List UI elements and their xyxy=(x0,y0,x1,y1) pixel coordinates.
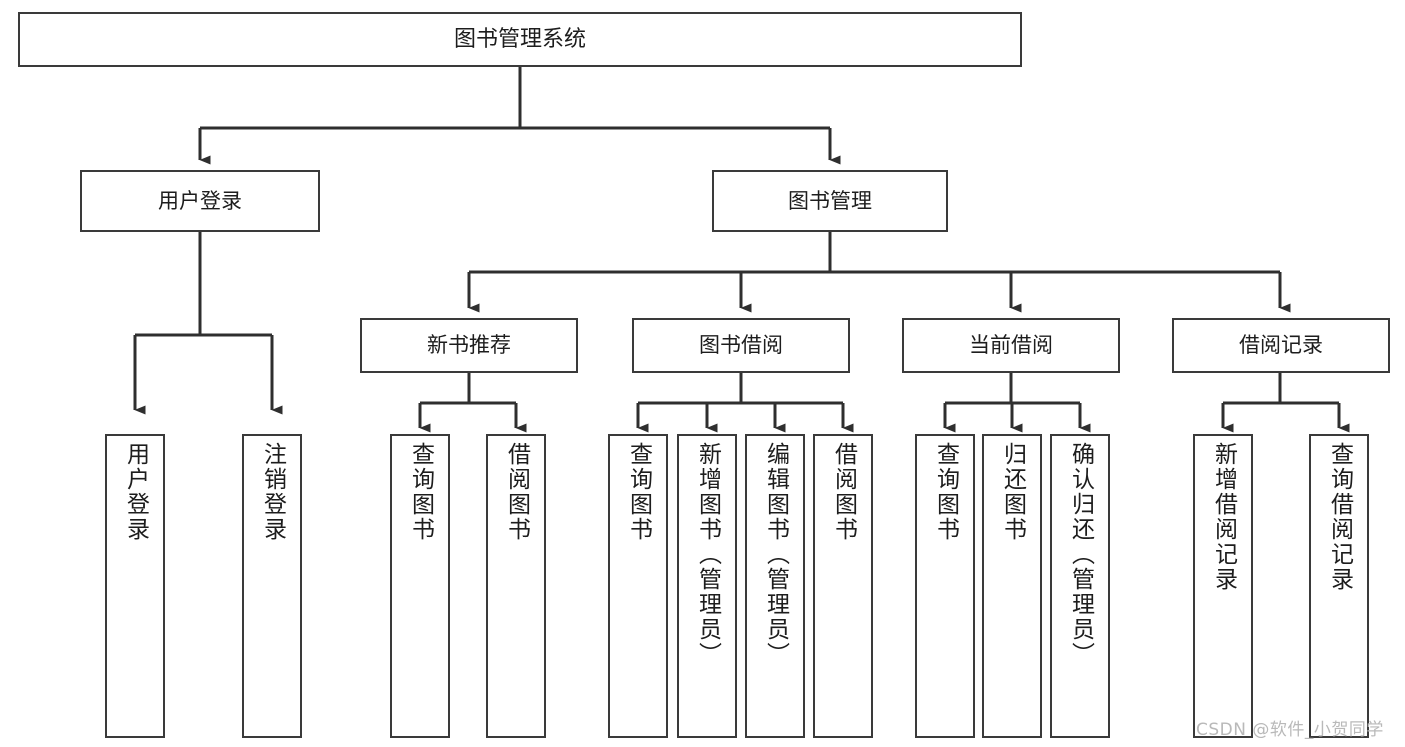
node-root-book-management-system[interactable]: 图书管理系统 xyxy=(18,12,1022,67)
node-label: 用户登录 xyxy=(122,442,149,542)
node-book-borrow[interactable]: 图书借阅 xyxy=(632,318,850,373)
node-label: 查询图书 xyxy=(932,442,959,542)
node-label: 确认归还（管理员） xyxy=(1067,442,1094,667)
node-label: 借阅图书 xyxy=(503,442,530,542)
node-label: 查询图书 xyxy=(625,442,652,542)
node-label: 用户登录 xyxy=(158,188,242,213)
node-current-borrow[interactable]: 当前借阅 xyxy=(902,318,1120,373)
leaf-recommend-query-book[interactable]: 查询图书 xyxy=(390,434,450,738)
leaf-current-query-book[interactable]: 查询图书 xyxy=(915,434,975,738)
node-label: 查询借阅记录 xyxy=(1326,442,1353,592)
node-label: 注销登录 xyxy=(259,442,286,542)
node-label: 查询图书 xyxy=(407,442,434,542)
leaf-current-confirm-return-admin[interactable]: 确认归还（管理员） xyxy=(1050,434,1110,738)
node-label: 当前借阅 xyxy=(969,333,1053,358)
node-label: 图书借阅 xyxy=(699,333,783,358)
leaf-user-login-login[interactable]: 用户登录 xyxy=(105,434,165,738)
leaf-record-query-borrow-record[interactable]: 查询借阅记录 xyxy=(1309,434,1369,738)
leaf-borrow-add-book-admin[interactable]: 新增图书（管理员） xyxy=(677,434,737,738)
leaf-record-add-borrow-record[interactable]: 新增借阅记录 xyxy=(1193,434,1253,738)
node-label: 借阅记录 xyxy=(1239,333,1323,358)
leaf-recommend-borrow-book[interactable]: 借阅图书 xyxy=(486,434,546,738)
node-label: 新增图书（管理员） xyxy=(694,442,721,667)
leaf-current-return-book[interactable]: 归还图书 xyxy=(982,434,1042,738)
node-label: 借阅图书 xyxy=(830,442,857,542)
leaf-borrow-query-book[interactable]: 查询图书 xyxy=(608,434,668,738)
node-borrow-record[interactable]: 借阅记录 xyxy=(1172,318,1390,373)
leaf-borrow-edit-book-admin[interactable]: 编辑图书（管理员） xyxy=(745,434,805,738)
node-label: 新增借阅记录 xyxy=(1210,442,1237,592)
node-label: 归还图书 xyxy=(999,442,1026,542)
node-label: 图书管理 xyxy=(788,188,872,213)
node-user-login[interactable]: 用户登录 xyxy=(80,170,320,232)
node-label: 新书推荐 xyxy=(427,333,511,358)
leaf-borrow-borrow-book[interactable]: 借阅图书 xyxy=(813,434,873,738)
node-new-book-recommend[interactable]: 新书推荐 xyxy=(360,318,578,373)
node-label: 编辑图书（管理员） xyxy=(762,442,789,667)
node-label: 图书管理系统 xyxy=(453,26,586,52)
leaf-user-login-logout[interactable]: 注销登录 xyxy=(242,434,302,738)
node-book-management[interactable]: 图书管理 xyxy=(712,170,948,232)
